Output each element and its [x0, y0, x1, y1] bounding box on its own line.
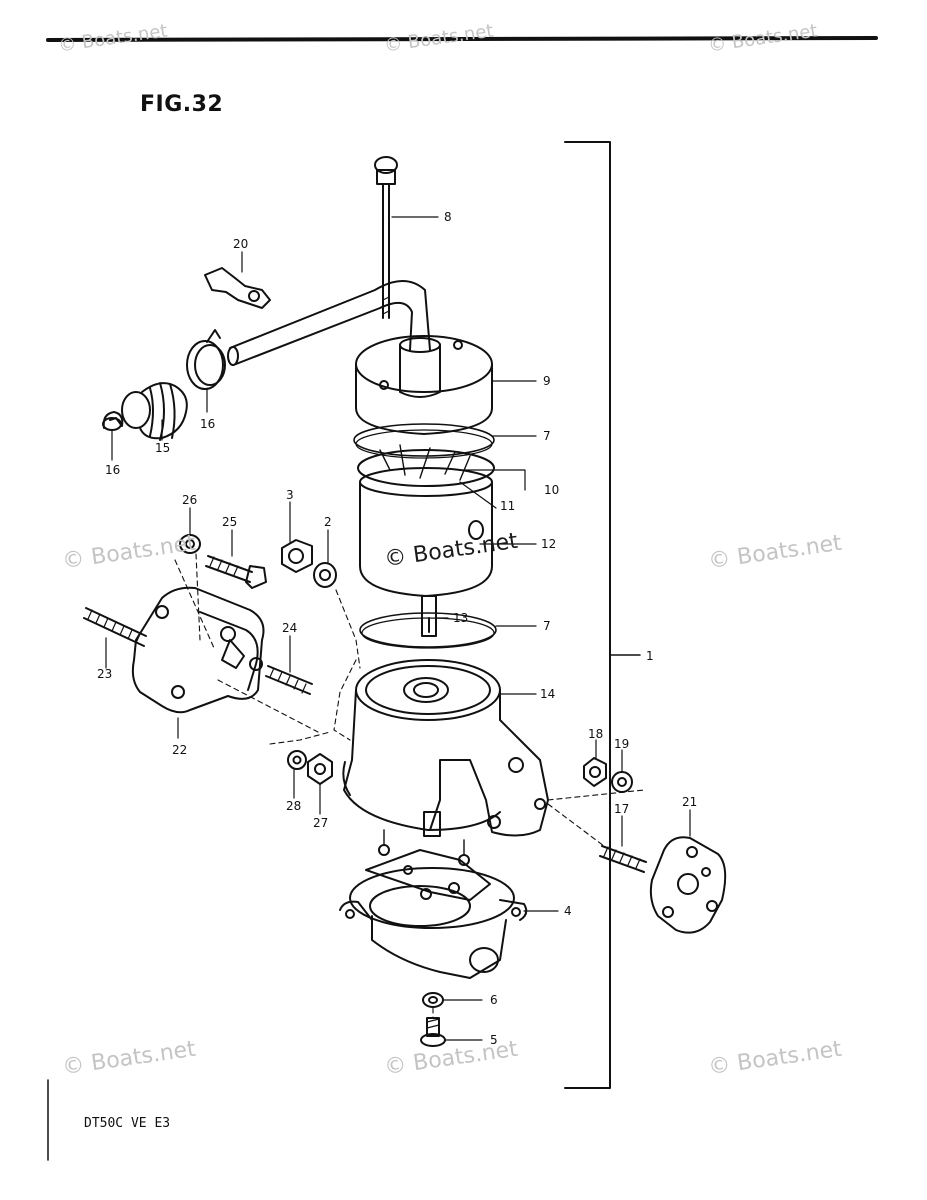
callout-12: 12 [541, 537, 557, 551]
bolt-8 [374, 156, 398, 319]
hose-band-16-upper [186, 329, 226, 390]
callout-25: 25 [222, 515, 238, 529]
callout-28: 28 [286, 799, 302, 813]
clip-20 [204, 267, 271, 309]
callout-16-upper: 16 [200, 417, 216, 431]
clip-16-lower [102, 411, 124, 431]
screw-5 [420, 1017, 446, 1047]
callout-26: 26 [182, 493, 198, 507]
bolt-25 [205, 555, 267, 589]
callout-7-lower: 7 [543, 619, 551, 633]
callout-22: 22 [172, 743, 188, 757]
callout-7-upper: 7 [543, 429, 551, 443]
callout-6: 6 [490, 993, 498, 1007]
callout-9: 9 [543, 374, 551, 388]
callout-5: 5 [490, 1033, 498, 1047]
pump-case-14 [342, 659, 549, 837]
model-code: DT50C VE E3 [84, 1116, 171, 1131]
bracket-22 [131, 586, 265, 739]
nut-3 [281, 539, 313, 573]
callout-13: 13 [453, 611, 469, 625]
washer-2 [313, 562, 337, 588]
callout-24: 24 [282, 621, 298, 635]
shaft-13 [421, 595, 437, 637]
callout-17: 17 [614, 802, 630, 816]
callout-21: 21 [682, 795, 698, 809]
stud-17 [599, 845, 647, 873]
callout-27: 27 [313, 816, 329, 830]
figure-title: FIG.32 [140, 92, 224, 117]
callout-4: 4 [564, 904, 572, 918]
callout-3: 3 [286, 488, 294, 502]
pump-base-4 [339, 829, 528, 979]
callout-11: 11 [500, 499, 516, 513]
cap-15 [121, 382, 188, 441]
callout-18: 18 [588, 727, 604, 741]
callout-8: 8 [444, 210, 452, 224]
callout-19: 19 [614, 737, 630, 751]
callout-15: 15 [155, 441, 171, 455]
stud-23 [83, 607, 147, 647]
callout-20: 20 [233, 237, 249, 251]
callout-2: 2 [324, 515, 332, 529]
stud-24 [265, 665, 313, 695]
callout-10: 10 [544, 483, 560, 497]
callout-14: 14 [540, 687, 556, 701]
callout-16-lower: 16 [105, 463, 121, 477]
callout-23: 23 [97, 667, 113, 681]
gasket-21 [649, 836, 727, 934]
callout-1: 1 [646, 649, 654, 663]
pump-cover-9 [355, 335, 493, 435]
